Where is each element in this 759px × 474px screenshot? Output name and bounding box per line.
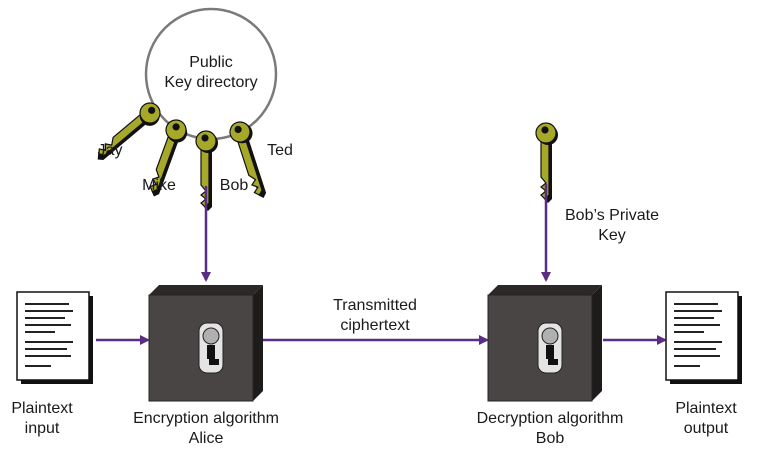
channel-label-line1: Transmitted xyxy=(333,297,417,314)
input-label-line2: input xyxy=(24,420,60,437)
decryption-label-line2: Bob xyxy=(535,430,565,447)
encryption-label-line2: Alice xyxy=(188,430,224,447)
key-label-ted: Ted xyxy=(267,142,293,159)
encryption-label-line1: Encryption algorithm xyxy=(133,410,279,427)
encryption-label: Encryption algorithm Alice xyxy=(116,409,296,449)
output-label-line2: output xyxy=(683,420,729,437)
input-label: Plaintext input xyxy=(4,399,80,439)
private-key-label: Bob’s Private Key xyxy=(552,206,672,246)
plaintext-input-document-icon xyxy=(16,291,94,385)
plaintext-output-document-icon xyxy=(665,291,743,385)
channel-label-line2: ciphertext xyxy=(340,317,410,334)
key-label-mike: Mike xyxy=(142,177,176,194)
encryption-lock-box-icon xyxy=(148,284,264,402)
directory-label-line1: Public xyxy=(189,54,233,71)
key-label-jay: Jay xyxy=(97,142,123,159)
private-key-label-line1: Bob’s Private xyxy=(565,207,659,224)
directory-label-line2: Key directory xyxy=(164,74,258,91)
output-label: Plaintext output xyxy=(666,399,746,439)
key-label-bob: Bob xyxy=(219,177,249,194)
decryption-label-line1: Decryption algorithm xyxy=(476,410,624,427)
output-label-line1: Plaintext xyxy=(675,400,737,417)
private-key-label-line2: Key xyxy=(598,227,626,244)
decryption-lock-box-icon xyxy=(487,284,603,402)
input-label-line1: Plaintext xyxy=(11,400,73,417)
decryption-label: Decryption algorithm Bob xyxy=(460,409,640,449)
directory-label: Public Key directory xyxy=(146,53,276,93)
channel-label: Transmitted ciphertext xyxy=(315,296,435,336)
